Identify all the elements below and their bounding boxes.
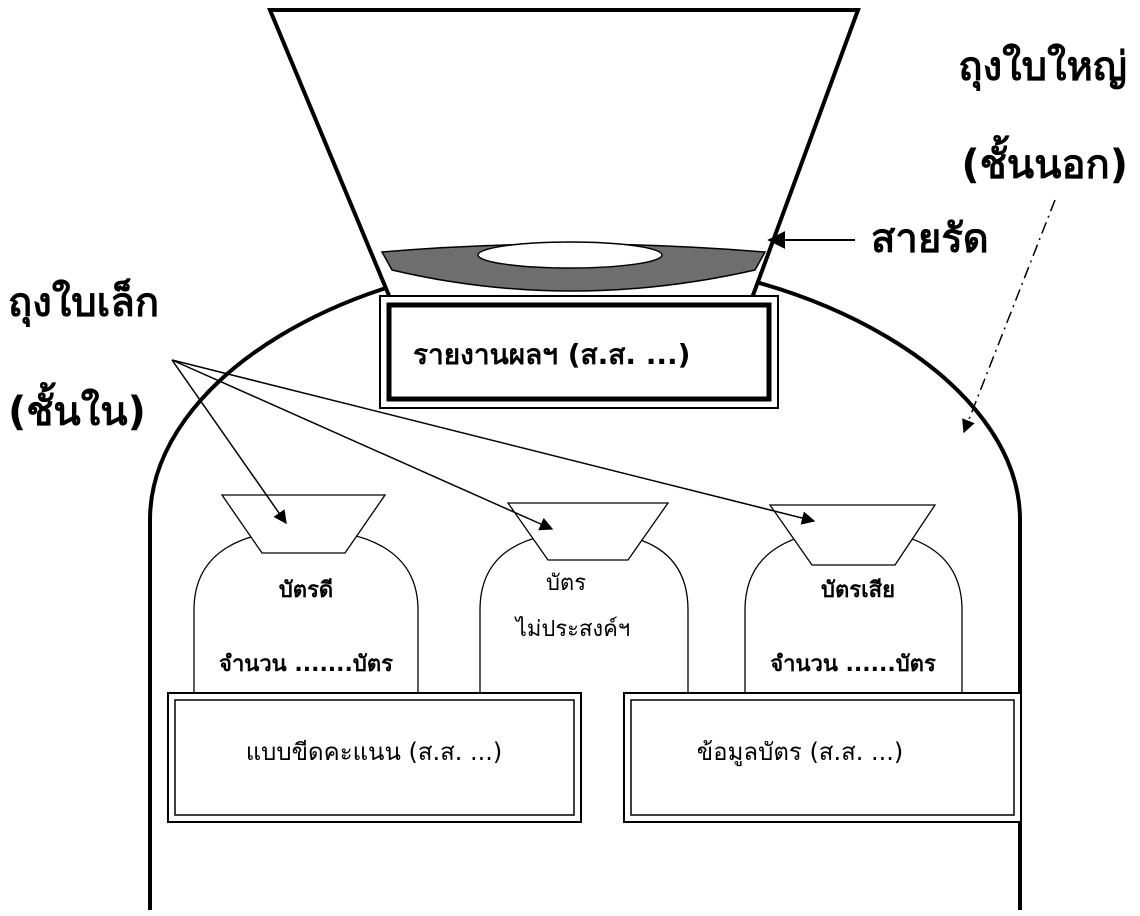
inner-bag-spoiled-title: บัตรเสีย — [821, 578, 895, 603]
report-box-label: รายงานผลฯ (ส.ส. ...) — [413, 338, 690, 371]
inner-bag-no-vote-title: บัตร — [546, 571, 586, 596]
outer-bag-pointer — [962, 199, 1056, 434]
report-box: รายงานผลฯ (ส.ส. ...) — [379, 295, 779, 409]
inner-bag-no-vote: บัตร ไม่ประสงค์ฯ — [479, 502, 689, 705]
tie-band-opening — [477, 241, 663, 269]
ballot-info-box: ข้อมูลบัตร (ส.ส. ...) — [623, 692, 1022, 823]
pointer-to-spoiled-bag — [171, 359, 816, 525]
tally-form-label: แบบขีดคะแนน (ส.ส. ...) — [246, 738, 503, 766]
inner-bag-good: บัตรดี จำนวน .......บัตร — [193, 494, 419, 705]
inner-bag-good-title: บัตรดี — [279, 578, 333, 603]
inner-bags-subtitle: (ชั้นใน) — [8, 382, 146, 435]
outer-bag-title: ถุงใบใหญ่ — [958, 43, 1127, 92]
inner-bag-spoiled-count: จำนวน ......บัตร — [770, 652, 936, 677]
ballot-info-label: ข้อมูลบัตร (ส.ส. ...) — [697, 738, 903, 767]
inner-bag-good-count: จำนวน .......บัตร — [219, 652, 393, 677]
inner-bag-no-vote-subtitle: ไม่ประสงค์ฯ — [514, 616, 630, 642]
outer-bag-subtitle: (ชั้นนอก) — [961, 135, 1128, 188]
inner-bags-title: ถุงใบเล็ก — [8, 277, 159, 328]
pointer-to-no-vote-bag — [171, 359, 554, 531]
tally-form-box: แบบขีดคะแนน (ส.ส. ...) — [167, 692, 582, 823]
pointer-to-good-bag — [171, 359, 287, 525]
tie-label: สายรัด — [871, 216, 989, 262]
inner-bag-spoiled: บัตรเสีย จำนวน ......บัตร — [744, 504, 963, 705]
